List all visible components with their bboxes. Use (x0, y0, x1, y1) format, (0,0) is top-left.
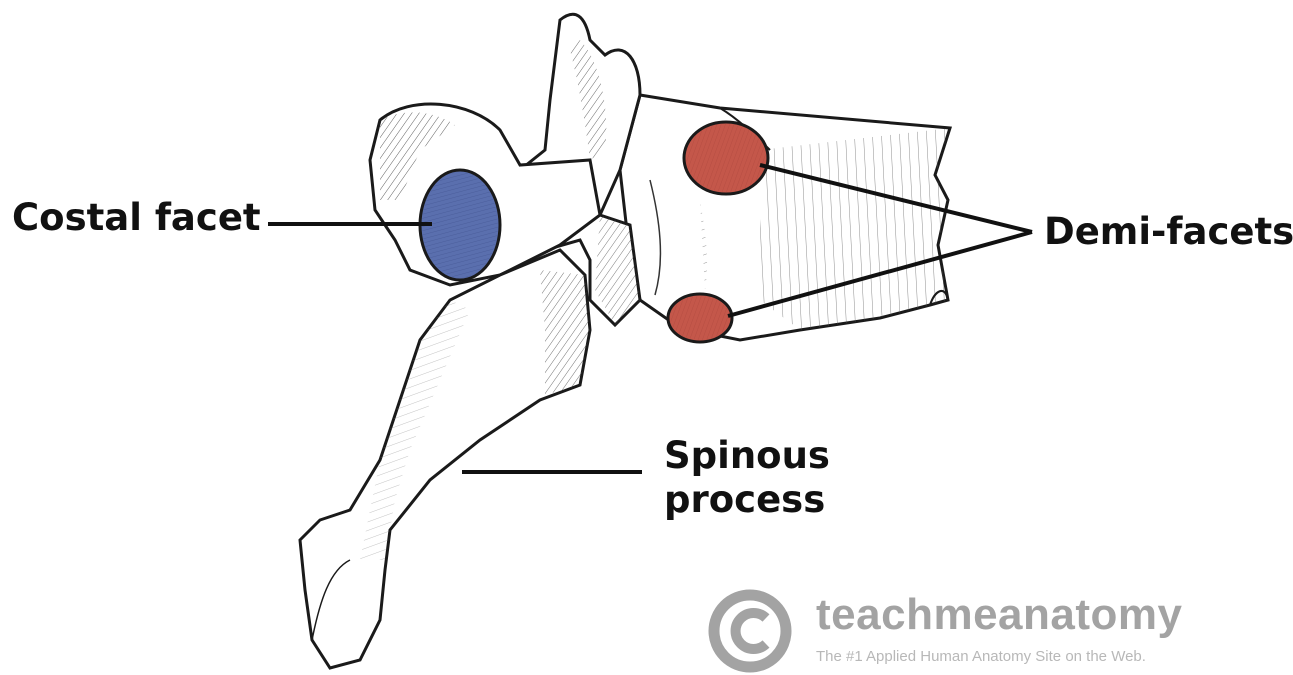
costal-facet-label: Costal facet (12, 196, 261, 240)
watermark-brand: teachmeanatomy (816, 590, 1182, 640)
watermark-tagline: The #1 Applied Human Anatomy Site on the… (816, 648, 1146, 665)
inferior-demi-facet-texture (670, 296, 730, 340)
demi-facets-label: Demi-facets (1044, 210, 1293, 254)
spinous-process-label-line1: Spinous (664, 434, 830, 478)
spinous-process-label-line2: process (664, 478, 830, 522)
superior-demi-facet-texture (686, 124, 766, 192)
vertebral-body (620, 95, 950, 340)
spinous-process-shape (300, 250, 590, 668)
spinous-process-label: Spinous process (664, 434, 830, 523)
copyright-icon (706, 588, 798, 675)
watermark: teachmeanatomy The #1 Applied Human Anat… (706, 588, 1293, 675)
costal-facet-texture (422, 172, 498, 278)
